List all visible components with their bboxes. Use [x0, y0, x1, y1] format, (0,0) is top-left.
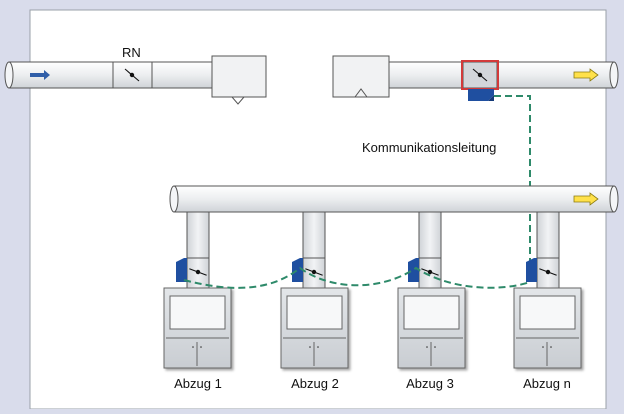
exhaust-duct-top: [388, 61, 619, 89]
hood-label-3: Abzug 3: [406, 376, 454, 391]
flow-in-arrow-icon: [30, 70, 50, 80]
hood-branch-2: [292, 211, 326, 289]
hood-branch-1: [176, 211, 210, 289]
communication-line-label: Kommunikationsleitung: [362, 140, 496, 155]
collector-duct: [169, 185, 619, 213]
master-damper-icon: [461, 60, 499, 90]
fume-hood-2: [280, 287, 349, 369]
flow-out-arrow-collector-icon: [573, 192, 599, 206]
terminal-unit-left: [211, 55, 267, 105]
hood-label-2: Abzug 2: [291, 376, 339, 391]
hood-branch-n: [526, 211, 560, 289]
fume-hood-1: [163, 287, 232, 369]
communication-line-bus: [183, 266, 531, 289]
terminal-unit-right: [332, 55, 390, 98]
communication-line-trunk: [494, 95, 531, 282]
hood-label-1: Abzug 1: [174, 376, 222, 391]
flow-out-arrow-top-icon: [573, 68, 599, 82]
damper-rn-label: RN: [122, 45, 141, 60]
fume-hood-3: [397, 287, 466, 369]
master-actuator-icon: [468, 89, 494, 101]
hood-label-n: Abzug n: [523, 376, 571, 391]
fume-hood-n: [513, 287, 582, 369]
supply-duct-left: [4, 61, 213, 89]
